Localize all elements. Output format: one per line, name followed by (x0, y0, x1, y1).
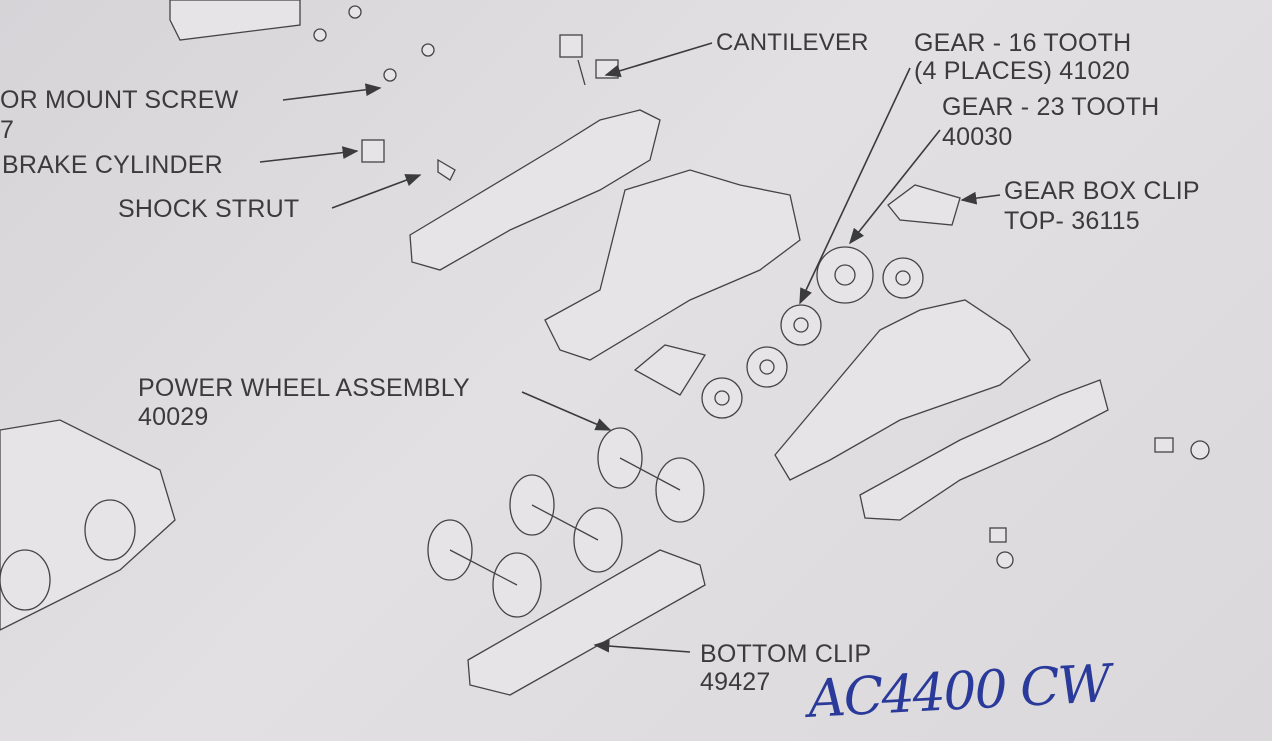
gear-parts (701, 246, 924, 419)
shock-strut-label: SHOCK STRUT (118, 195, 300, 223)
brake-cylinder-part (361, 139, 385, 163)
gear-16-part-number: (4 PLACES) 41020 (914, 57, 1130, 85)
motor-mount-screw-part-number: 7 (0, 116, 15, 144)
gear-23-label: GEAR - 23 TOOTH (942, 93, 1160, 121)
cantilever-label: CANTILEVER (716, 29, 869, 56)
power-wheel-assembly-part-number: 40029 (138, 403, 209, 431)
gear-23-part-number: 40030 (942, 123, 1013, 151)
leader-power-wheel (521, 391, 612, 431)
leader-gear-box-clip (960, 191, 1001, 205)
gear-box-clip-bottom-part (633, 344, 707, 396)
leader-cantilever (604, 42, 713, 77)
power-wheel-assembly-label: POWER WHEEL ASSEMBLY (138, 374, 470, 402)
leader-bottom-clip (593, 639, 691, 653)
leader-motor-mount-screw (282, 83, 382, 101)
brake-cylinder-label: BRAKE CYLINDER (2, 151, 223, 179)
leader-gear-23 (849, 129, 941, 245)
side-frame-part (409, 109, 661, 271)
gear-box-clip-top-part (887, 184, 961, 226)
gear-box-clip-part-number: TOP- 36115 (1004, 207, 1140, 235)
screw-part (313, 28, 327, 42)
gear-box-part (544, 169, 801, 361)
motor-mount-screw-label: OR MOUNT SCREW (0, 86, 239, 114)
power-wheel-assembly-part (427, 427, 705, 618)
bottom-clip-part-number: 49427 (700, 668, 771, 696)
bottom-clip-part (467, 549, 706, 696)
leader-brake-cylinder (259, 146, 359, 163)
leader-shock-strut (331, 174, 422, 209)
truck-frame-part (774, 299, 1031, 481)
bottom-clip-label: BOTTOM CLIP (700, 640, 872, 668)
gear-box-clip-label: GEAR BOX CLIP (1004, 177, 1200, 205)
sideframe-right-part (859, 379, 1109, 521)
leader-gear-16 (799, 67, 911, 305)
motor-housing-part (169, 0, 301, 41)
gear-16-label: GEAR - 16 TOOTH (914, 29, 1132, 57)
